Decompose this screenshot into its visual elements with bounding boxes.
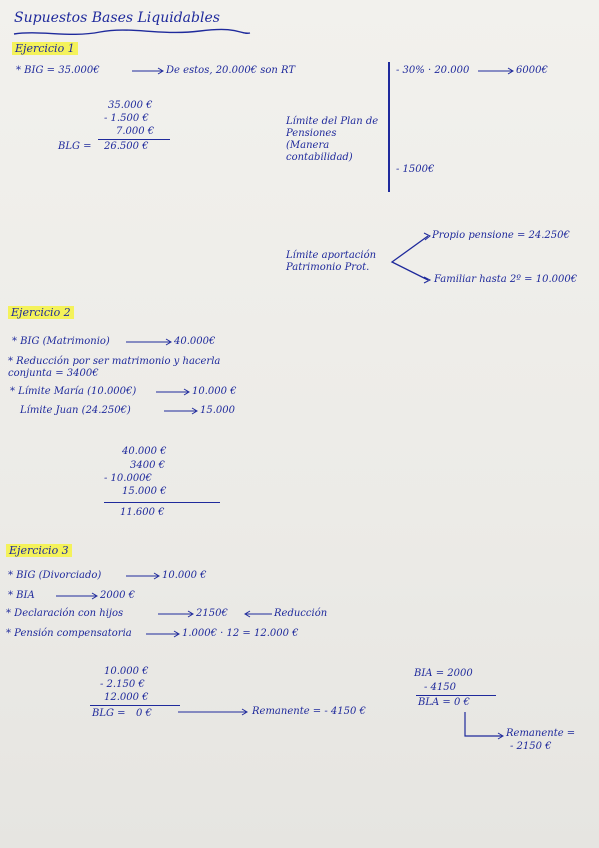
ej3-sum-0: 10.000 € — [104, 666, 149, 677]
ej2-l3: * Límite María (10.000€) — [10, 386, 137, 397]
ej2-sum-3: 15.000 € — [122, 486, 167, 497]
ej3-remanente: Remanente = - 4150 € — [252, 706, 366, 717]
ej3-bia-line — [416, 695, 496, 696]
arrow-rem2 — [464, 712, 502, 737]
ej1-line1-right: De estos, 20.000€ son RT — [166, 65, 296, 76]
ej1-limite-label: Límite del Plan de Pensiones (Manera con… — [286, 116, 379, 163]
ej3-l1-val: 10.000 € — [162, 570, 207, 581]
ej3-heading: Ejercicio 3 — [6, 544, 72, 557]
ej1-sum-0: 35.000 € — [108, 100, 153, 111]
ej3-blg-value: 0 € — [136, 708, 152, 719]
ej3-l4: * Pensión compensatoria — [6, 628, 132, 639]
ej2-l3-val: 10.000 € — [192, 386, 237, 397]
ej3-sum-2: 12.000 € — [104, 692, 149, 703]
ej1-sum-2: 7.000 € — [116, 126, 155, 137]
brace-aportacion — [390, 235, 429, 281]
ej3-sum-line — [90, 705, 180, 706]
ej1-pct-result: 6000€ — [516, 65, 548, 76]
ej3-l3-val: 2150€ — [196, 608, 228, 619]
ej3-l4-val: 1.000€ · 12 = 12.000 € — [182, 628, 299, 639]
page-title: Supuestos Bases Liquidables — [14, 10, 220, 26]
ej3-blg-label: BLG = — [92, 708, 126, 719]
ej1-heading: Ejercicio 1 — [12, 42, 78, 55]
ej2-heading: Ejercicio 2 — [8, 306, 74, 319]
ej2-l1-val: 40.000€ — [174, 336, 216, 347]
ej1-sum-line — [98, 139, 170, 140]
ej2-result: 11.600 € — [120, 507, 165, 518]
ej2-sum-line — [104, 502, 220, 503]
ej1-blg-label: BLG = — [58, 141, 92, 152]
ej2-sum-1: 3400 € — [130, 460, 165, 471]
ej3-bia-1: - 4150 — [424, 682, 457, 693]
ej1-aport-label: Límite aportación Patrimonio Prot. — [286, 250, 377, 273]
ej1-familiar: Familiar hasta 2º = 10.000€ — [434, 274, 578, 285]
ej3-bia-0: BIA = 2000 — [414, 668, 473, 679]
ej2-l1: * BIG (Matrimonio) — [12, 336, 110, 347]
ej3-rem2-value: - 2150 € — [510, 741, 552, 752]
ej2-l2: * Reducción por ser matrimonio y hacerla… — [8, 356, 221, 379]
ej3-l3-note: Reducción — [274, 608, 328, 619]
ej2-l4-val: 15.000 — [200, 405, 235, 416]
ej3-l2: * BIA — [8, 590, 35, 601]
ej2-sum-0: 40.000 € — [122, 446, 167, 457]
ej1-blg-value: 26.500 € — [104, 141, 149, 152]
ej3-bla: BLA = 0 € — [418, 697, 470, 708]
ej1-pct: - 30% · 20.000 — [396, 65, 470, 76]
ej3-sum-1: - 2.150 € — [100, 679, 145, 690]
ej1-min: - 1500€ — [396, 164, 435, 175]
ej2-sum-2: - 10.000€ — [104, 473, 152, 484]
title-underline — [13, 28, 251, 36]
ej3-rem2-label: Remanente = — [506, 728, 576, 739]
ej3-l2-val: 2000 € — [100, 590, 135, 601]
ej1-bracket-line — [388, 62, 390, 192]
ej1-propio: Propio pensione = 24.250€ — [432, 230, 570, 241]
ej1-line1-left: * BIG = 35.000€ — [16, 65, 100, 76]
ej3-l1: * BIG (Divorciado) — [8, 570, 102, 581]
ej2-l4: Límite Juan (24.250€) — [20, 405, 131, 416]
ej1-sum-1: - 1.500 € — [104, 113, 149, 124]
ej3-l3: * Declaración con hijos — [6, 608, 124, 619]
